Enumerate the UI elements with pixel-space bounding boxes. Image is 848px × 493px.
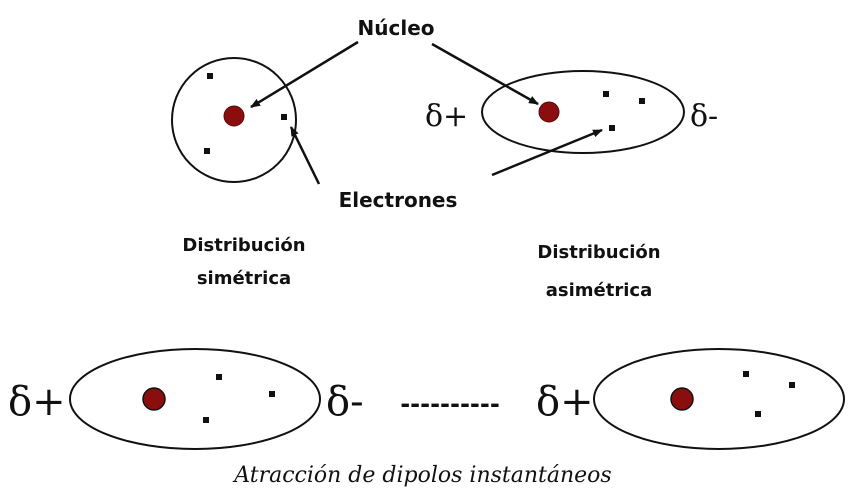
symmetric-nucleus bbox=[223, 105, 245, 127]
dipole-left: δ+ δ- bbox=[8, 348, 364, 450]
nucleus-arrow-right bbox=[431, 42, 539, 106]
electrons-arrow-right bbox=[491, 128, 603, 177]
symmetric-atom bbox=[171, 57, 297, 183]
asymmetric-electron-cloud bbox=[481, 70, 685, 154]
dipole-left-electron bbox=[269, 391, 275, 397]
electrons-arrow-left bbox=[289, 126, 321, 185]
dipole-right-electron bbox=[743, 371, 749, 377]
asymmetric-delta-plus: δ+ bbox=[425, 99, 468, 134]
dipole-left-electron-cloud bbox=[69, 348, 321, 450]
dipole-left-delta-minus: δ- bbox=[326, 379, 364, 425]
dipole-right-electron bbox=[755, 411, 761, 417]
electrons-label: Electrones bbox=[339, 188, 458, 212]
symmetric-electron bbox=[207, 73, 213, 79]
dipole-right: δ+ bbox=[536, 348, 845, 450]
dipole-left-electron bbox=[203, 417, 209, 423]
asymmetric-label-line1: Distribución bbox=[537, 242, 660, 263]
symmetric-label-line1: Distribución bbox=[182, 235, 305, 256]
asymmetric-electron bbox=[609, 125, 615, 131]
attraction-dashes: ---------- bbox=[400, 390, 500, 418]
figure-caption: Atracción de dipolos instantáneos bbox=[232, 463, 611, 488]
asymmetric-electron bbox=[603, 91, 609, 97]
symmetric-electron bbox=[204, 148, 210, 154]
asymmetric-delta-minus: δ- bbox=[690, 99, 718, 134]
nucleus-label: Núcleo bbox=[358, 16, 435, 40]
dipole-left-electron bbox=[216, 374, 222, 380]
symmetric-label-line2: simétrica bbox=[197, 268, 291, 289]
asymmetric-label-line2: asimétrica bbox=[546, 280, 652, 301]
dipole-left-delta-plus: δ+ bbox=[8, 379, 66, 425]
nucleus-arrow-left bbox=[250, 40, 359, 109]
asymmetric-nucleus bbox=[538, 101, 560, 123]
symmetric-electron-cloud bbox=[171, 57, 297, 183]
symmetric-electron bbox=[281, 114, 287, 120]
asymmetric-atom: δ+ δ- bbox=[425, 70, 718, 154]
dipole-right-electron bbox=[789, 382, 795, 388]
asymmetric-electron bbox=[639, 98, 645, 104]
dipole-right-electron-cloud bbox=[593, 348, 845, 450]
dipole-right-delta-plus: δ+ bbox=[536, 379, 594, 425]
dipole-right-nucleus bbox=[670, 387, 694, 411]
dipole-left-nucleus bbox=[142, 387, 166, 411]
